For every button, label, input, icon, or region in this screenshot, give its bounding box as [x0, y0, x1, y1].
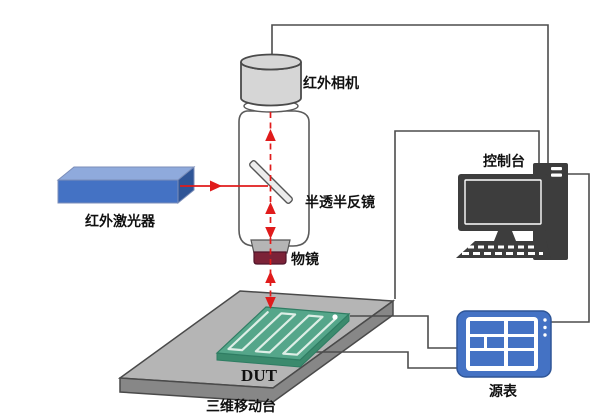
meter-led-dot [543, 325, 547, 330]
infrared-camera-top [240, 53, 302, 71]
pc-vent-1 [551, 167, 562, 171]
beam-splitter-mirror [249, 160, 293, 204]
monitor-stand [494, 231, 516, 241]
label-objective-lens: 物镜 [291, 251, 319, 268]
objective-mount [250, 239, 291, 254]
meter-cell [487, 337, 504, 348]
label-control-console: 控制台 [483, 153, 525, 170]
dut-chip-top [215, 306, 351, 361]
meter-screen-cells [470, 321, 534, 366]
wire-dut-to-source-meter-upper [350, 315, 458, 349]
source-meter-device [456, 310, 552, 378]
monitor-screen [464, 179, 542, 225]
beam-arrow-up-to-camera-icon [265, 129, 276, 141]
serpentine-trace [227, 311, 338, 356]
beam-arrow-up-from-dut-icon [265, 271, 276, 283]
meter-cell [470, 337, 484, 348]
control-console-computer [456, 163, 568, 260]
label-translation-stage: 三维移动台 [206, 398, 276, 415]
wire-dut-to-source-meter-lower [303, 351, 458, 369]
meter-cell [470, 351, 504, 366]
wire-camera-to-console [271, 24, 549, 165]
meter-led-dot [543, 318, 547, 322]
beam-arrow-up-below-splitter-icon [265, 202, 276, 214]
label-source-meter: 源表 [489, 383, 518, 400]
beam-arrowheads [210, 129, 276, 309]
beam-arrow-down-to-dut-icon [265, 297, 276, 309]
meter-cell [508, 321, 534, 334]
wire-console-to-stage [394, 130, 540, 299]
laser-box-front [57, 179, 179, 204]
label-dut: DUT [241, 366, 278, 385]
wire-console-to-source-meter [550, 173, 590, 323]
meter-cell [508, 337, 534, 348]
pc-vent-2 [551, 173, 562, 177]
laser-box-top [56, 166, 196, 181]
label-beam-splitter: 半透半反镜 [305, 194, 375, 211]
meter-cell [508, 351, 534, 366]
probe-pad-dot [332, 314, 338, 320]
objective-lens-tip [253, 251, 287, 265]
keyboard [456, 241, 551, 258]
meter-cell [470, 321, 504, 334]
label-infrared-laser: 红外激光器 [85, 213, 156, 230]
beam-arrow-down-to-objective-icon [265, 227, 276, 239]
label-infrared-camera: 红外相机 [303, 75, 359, 92]
meter-led-dot [543, 333, 547, 337]
beam-arrow-right-icon [210, 180, 222, 192]
microscope-tube [238, 110, 310, 247]
